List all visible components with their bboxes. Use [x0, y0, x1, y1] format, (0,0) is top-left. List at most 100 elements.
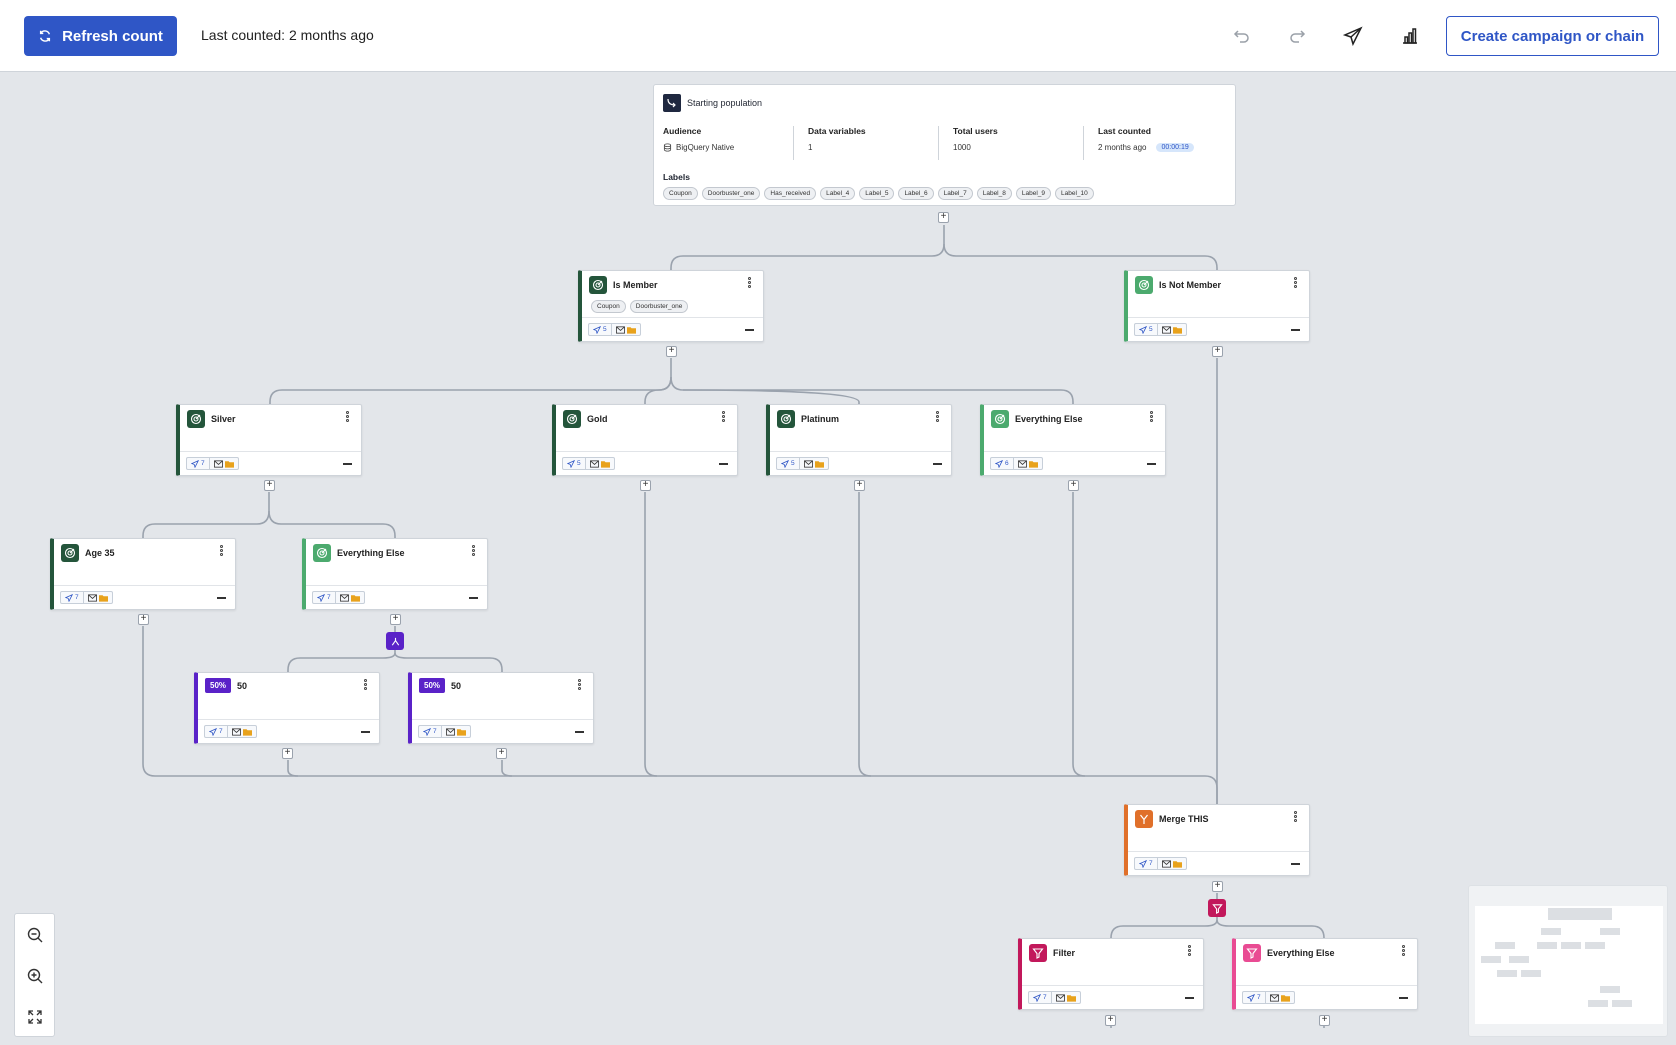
node-stats: 7: [186, 457, 239, 470]
more-options-icon[interactable]: [1400, 945, 1406, 959]
node-filter[interactable]: Filter 7: [1018, 938, 1204, 1010]
node-everything-else[interactable]: Everything Else 6: [980, 404, 1166, 476]
folder-icon: [224, 460, 234, 468]
target-icon: [313, 544, 331, 562]
node-stats: 7: [204, 725, 257, 738]
node-split-50[interactable]: 50% 50 7: [194, 672, 380, 744]
create-campaign-button[interactable]: Create campaign or chain: [1446, 16, 1659, 56]
add-step-button[interactable]: +: [666, 346, 677, 357]
more-options-icon[interactable]: [1292, 811, 1298, 825]
target-icon: [777, 410, 795, 428]
node-stats: 6: [990, 457, 1043, 470]
zoom-out-icon[interactable]: [15, 914, 54, 955]
target-icon: [563, 410, 581, 428]
send-icon: [1139, 325, 1147, 334]
node-title: 50: [237, 680, 248, 691]
folder-icon: [1280, 994, 1290, 1002]
node-stats: 7: [60, 591, 113, 604]
send-count: 7: [75, 594, 79, 601]
add-step-button[interactable]: +: [138, 614, 149, 625]
node-silver[interactable]: Silver 7: [176, 404, 362, 476]
send-icon: [593, 325, 601, 334]
send-count: 7: [201, 460, 205, 467]
node-stats: 5: [588, 323, 641, 336]
more-options-icon[interactable]: [470, 545, 476, 559]
send-icon: [567, 459, 575, 468]
more-options-icon[interactable]: [1292, 277, 1298, 291]
more-options-icon[interactable]: [344, 411, 350, 425]
mail-icon: [1161, 859, 1171, 868]
starting-population-card[interactable]: Starting population Audience BigQuery Na…: [653, 84, 1236, 206]
node-platinum[interactable]: Platinum 5: [766, 404, 952, 476]
node-age-35[interactable]: Age 35 7: [50, 538, 236, 610]
collapse-icon[interactable]: [217, 597, 226, 599]
target-icon: [1135, 276, 1153, 294]
collapse-icon[interactable]: [1291, 863, 1300, 865]
more-options-icon[interactable]: [746, 277, 752, 291]
collapse-icon[interactable]: [575, 731, 584, 733]
collapse-icon[interactable]: [1291, 329, 1300, 331]
send-count: 7: [433, 728, 437, 735]
last-counted-text: Last counted: 2 months ago: [201, 27, 374, 43]
refresh-count-button[interactable]: Refresh count: [24, 16, 177, 56]
collapse-icon[interactable]: [1185, 997, 1194, 999]
node-is-not-member[interactable]: Is Not Member 5: [1124, 270, 1310, 342]
collapse-icon[interactable]: [343, 463, 352, 465]
add-step-button[interactable]: +: [264, 480, 275, 491]
add-step-button[interactable]: +: [1212, 346, 1223, 357]
add-step-button[interactable]: +: [854, 480, 865, 491]
more-options-icon[interactable]: [934, 411, 940, 425]
population-icon: [663, 94, 681, 112]
collapse-icon[interactable]: [745, 329, 754, 331]
more-options-icon[interactable]: [576, 679, 582, 693]
send-count: 7: [219, 728, 223, 735]
filter-junction-icon[interactable]: [1208, 899, 1226, 917]
node-split-50[interactable]: 50% 50 7: [408, 672, 594, 744]
mail-icon: [231, 727, 241, 736]
more-options-icon[interactable]: [362, 679, 368, 693]
collapse-icon[interactable]: [1399, 997, 1408, 999]
add-step-button[interactable]: +: [1068, 480, 1079, 491]
collapse-icon[interactable]: [1147, 463, 1156, 465]
label-chip: Label_9: [1015, 187, 1051, 200]
more-options-icon[interactable]: [1148, 411, 1154, 425]
split-percent-badge: 50%: [419, 678, 446, 693]
folder-icon: [600, 460, 610, 468]
population-stats: Audience BigQuery Native Data variables …: [663, 126, 1228, 160]
collapse-icon[interactable]: [719, 463, 728, 465]
add-step-button[interactable]: +: [1319, 1015, 1330, 1026]
add-step-button[interactable]: +: [390, 614, 401, 625]
add-step-button[interactable]: +: [1105, 1015, 1116, 1026]
zoom-in-icon[interactable]: [15, 955, 54, 996]
mail-icon: [615, 325, 625, 334]
add-step-button[interactable]: +: [282, 748, 293, 759]
bar-chart-icon[interactable]: [1397, 23, 1423, 49]
add-step-button[interactable]: +: [640, 480, 651, 491]
undo-icon[interactable]: [1228, 23, 1254, 49]
collapse-icon[interactable]: [933, 463, 942, 465]
node-stats: 7: [1134, 857, 1187, 870]
add-step-button[interactable]: +: [1212, 881, 1223, 892]
label-chip: Has_received: [764, 187, 817, 200]
node-merge[interactable]: Merge THIS 7: [1124, 804, 1310, 876]
node-gold[interactable]: Gold 5: [552, 404, 738, 476]
folder-icon: [1028, 460, 1038, 468]
minimap[interactable]: [1468, 885, 1668, 1037]
more-options-icon[interactable]: [720, 411, 726, 425]
node-title: Filter: [1053, 948, 1076, 958]
folder-icon: [1172, 326, 1182, 334]
split-junction-icon[interactable]: [386, 632, 404, 650]
collapse-icon[interactable]: [361, 731, 370, 733]
add-step-button[interactable]: +: [938, 212, 949, 223]
node-everything-else[interactable]: Everything Else 7: [302, 538, 488, 610]
more-options-icon[interactable]: [1186, 945, 1192, 959]
add-step-button[interactable]: +: [496, 748, 507, 759]
node-is-member[interactable]: Is Member Coupon Doorbuster_one 5: [578, 270, 764, 342]
node-everything-else[interactable]: Everything Else 7: [1232, 938, 1418, 1010]
send-icon[interactable]: [1340, 23, 1366, 49]
fit-view-icon[interactable]: [15, 996, 54, 1037]
more-options-icon[interactable]: [218, 545, 224, 559]
redo-icon[interactable]: [1285, 23, 1311, 49]
audience-col: Audience BigQuery Native: [663, 126, 793, 160]
collapse-icon[interactable]: [469, 597, 478, 599]
